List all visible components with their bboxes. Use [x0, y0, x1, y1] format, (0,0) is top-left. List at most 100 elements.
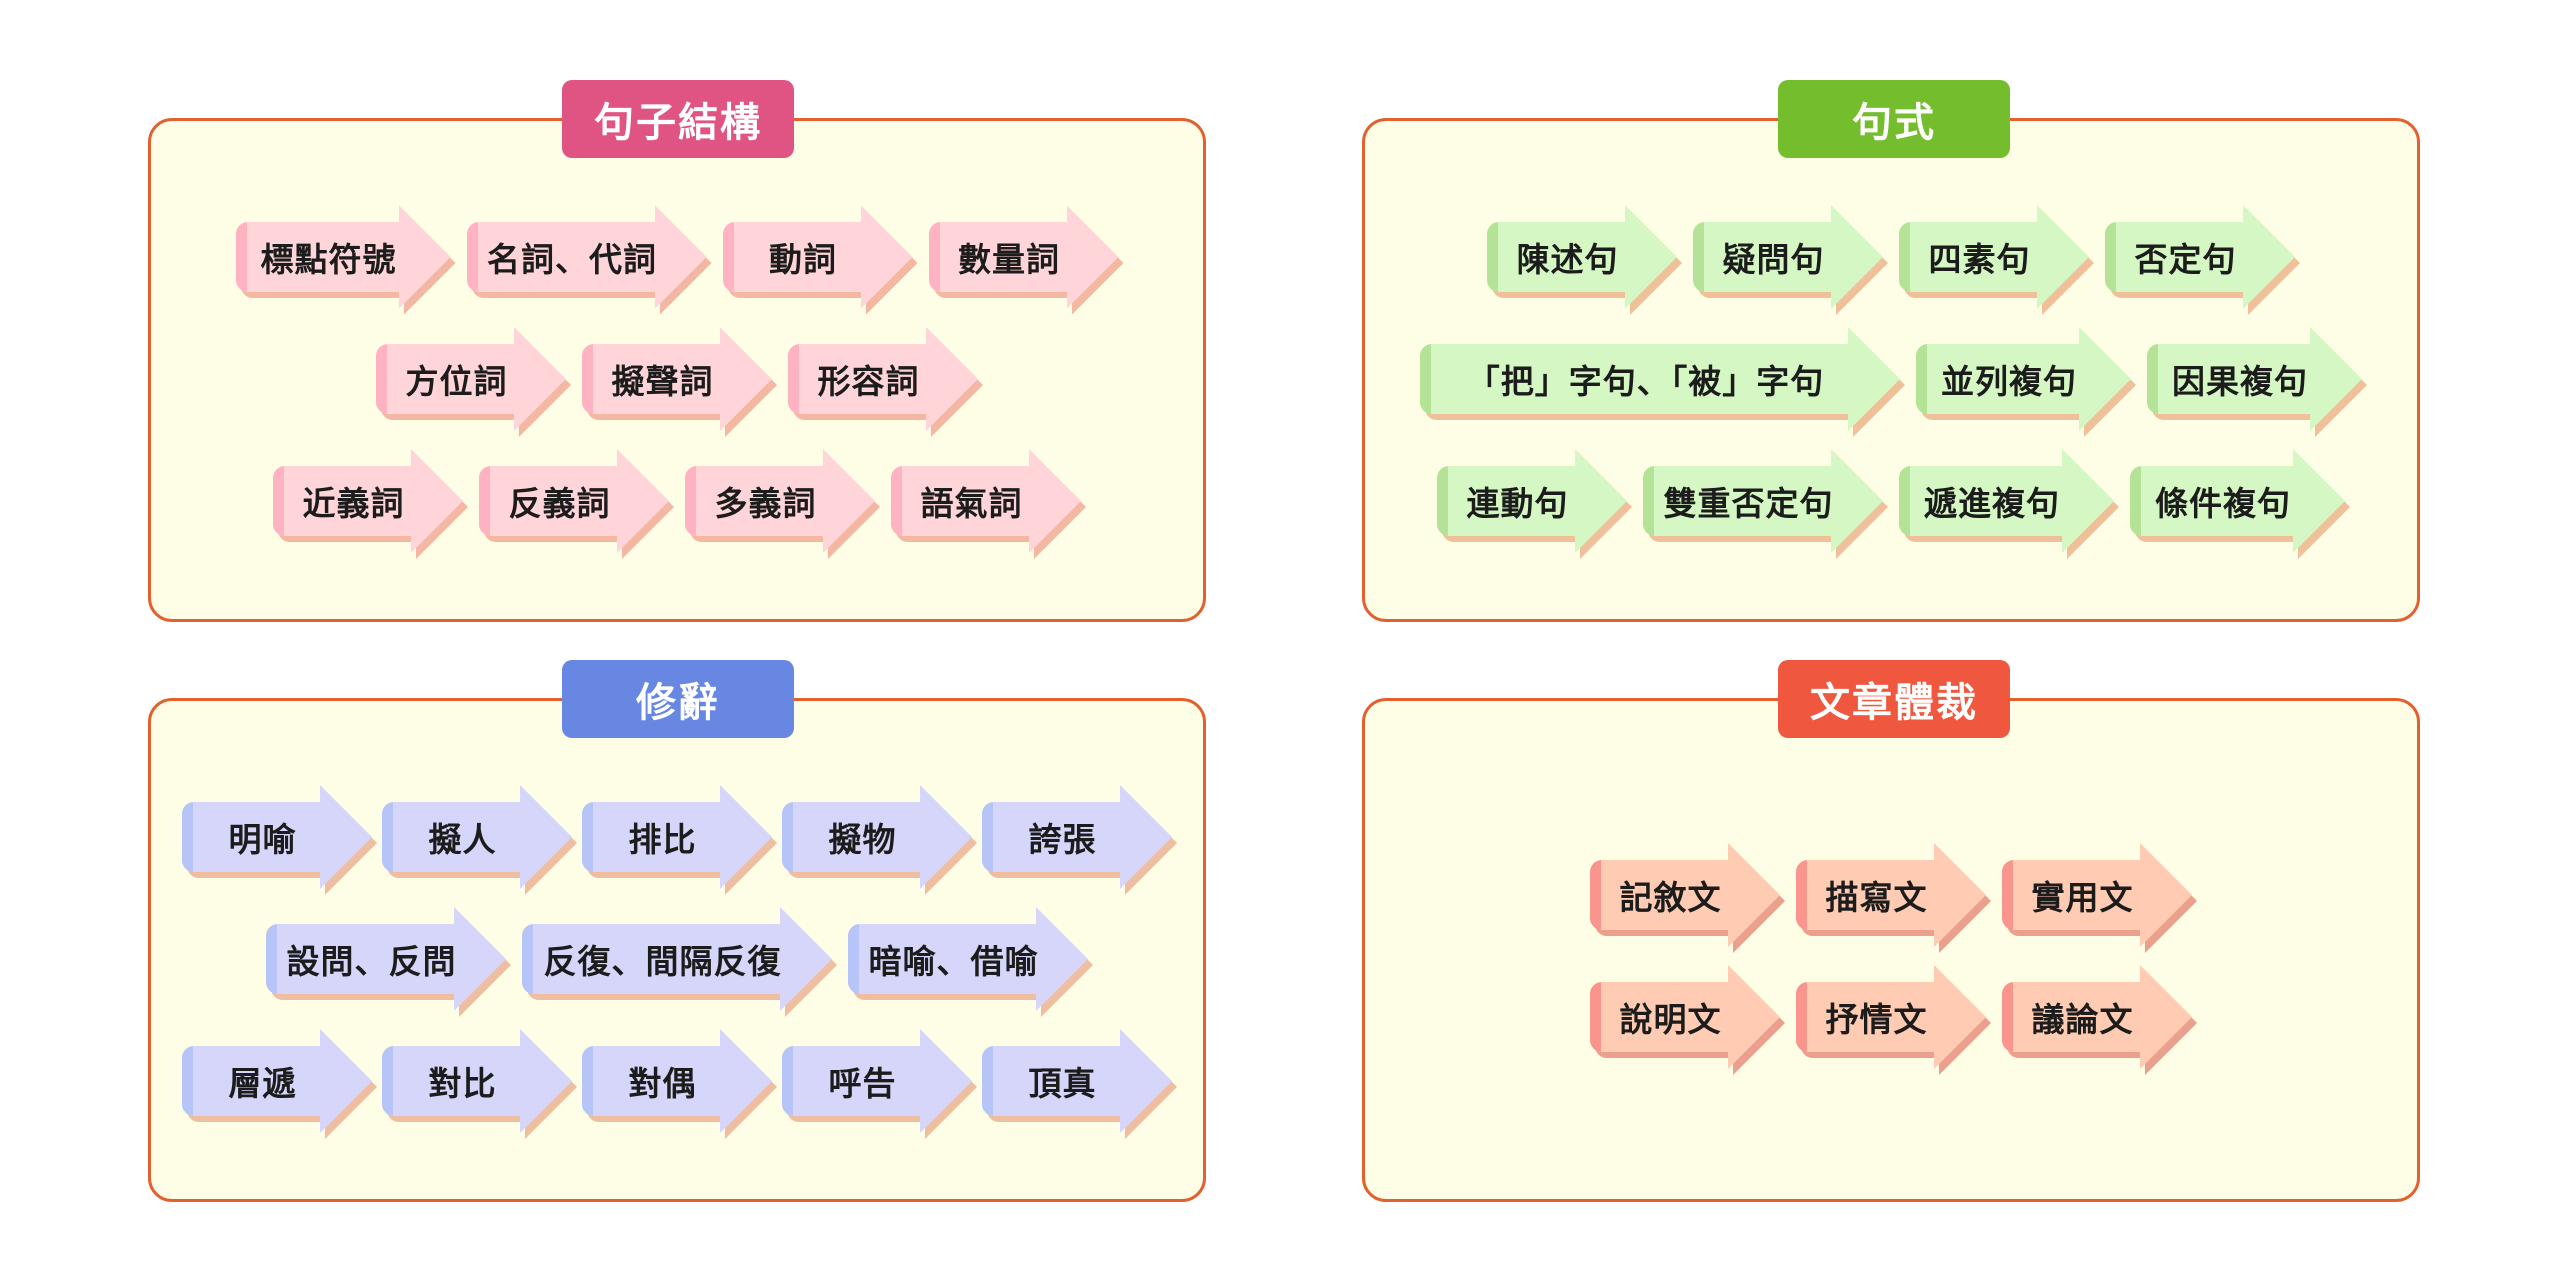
arrow-item[interactable]: 頂真 — [982, 1029, 1172, 1133]
item-row: 近義詞 反義詞 多義詞 語氣詞 — [273, 449, 1081, 553]
arrow-label: 方位詞 — [405, 362, 508, 401]
arrow-item[interactable]: 四素句 — [1899, 205, 2089, 309]
arrow-label: 頂真 — [1028, 1064, 1097, 1103]
arrow-label: 議論文 — [2031, 1000, 2134, 1039]
panel-text-genres: 記敘文 描寫文 實用文 說明文 抒情文 議論文 — [1362, 698, 2420, 1202]
arrow-item[interactable]: 因果複句 — [2147, 327, 2362, 431]
arrow-item[interactable]: 擬聲詞 — [582, 327, 772, 431]
arrow-item[interactable]: 擬人 — [382, 785, 572, 889]
item-row: 陳述句 疑問句 四素句 否定句 — [1487, 205, 2295, 309]
panel-title-rhetoric: 修辭 — [562, 660, 794, 738]
arrow-item[interactable]: 層遞 — [182, 1029, 372, 1133]
arrow-item[interactable]: 呼告 — [782, 1029, 972, 1133]
arrow-item[interactable]: 反義詞 — [479, 449, 669, 553]
arrow-label: 層遞 — [228, 1064, 297, 1103]
arrow-item[interactable]: 近義詞 — [273, 449, 463, 553]
arrow-item[interactable]: 數量詞 — [928, 205, 1119, 309]
arrow-label: 遞進複句 — [1924, 484, 2060, 523]
arrow-label: 擬聲詞 — [611, 362, 714, 401]
item-row: 明喻 擬人 排比 擬物 誇張 — [182, 785, 1172, 889]
arrow-label: 誇張 — [1028, 820, 1097, 859]
arrow-item[interactable]: 反復、間隔反復 — [522, 907, 832, 1011]
arrow-item[interactable]: 多義詞 — [685, 449, 875, 553]
arrow-item[interactable]: 方位詞 — [376, 327, 566, 431]
arrow-item[interactable]: 並列複句 — [1916, 327, 2131, 431]
arrow-label: 「把」字句、「被」字句 — [1466, 362, 1825, 401]
arrow-label: 近義詞 — [302, 484, 405, 523]
arrow-item[interactable]: 對比 — [382, 1029, 572, 1133]
arrow-item[interactable]: 陳述句 — [1487, 205, 1677, 309]
item-row: 設問、反問 反復、間隔反復 暗喻、借喻 — [266, 907, 1088, 1011]
arrow-label: 擬物 — [828, 820, 897, 859]
arrow-item[interactable]: 描寫文 — [1796, 843, 1986, 947]
arrow-label: 實用文 — [2031, 878, 2134, 917]
arrow-label: 呼告 — [828, 1064, 897, 1103]
arrow-item[interactable]: 雙重否定句 — [1643, 449, 1883, 553]
arrow-label: 連動句 — [1466, 484, 1569, 523]
arrow-item[interactable]: 否定句 — [2105, 205, 2295, 309]
arrow-label: 形容詞 — [817, 362, 920, 401]
arrow-label: 多義詞 — [714, 484, 817, 523]
arrow-label: 設問、反問 — [286, 942, 457, 981]
arrow-item[interactable]: 語氣詞 — [891, 449, 1081, 553]
arrow-item[interactable]: 明喻 — [182, 785, 372, 889]
item-row: 層遞 對比 對偶 呼告 頂真 — [182, 1029, 1172, 1133]
arrow-label: 排比 — [628, 820, 697, 859]
arrow-item[interactable]: 動詞 — [722, 205, 913, 309]
arrow-label: 擬人 — [428, 820, 497, 859]
arrow-label: 對偶 — [628, 1064, 697, 1103]
arrow-item[interactable]: 說明文 — [1590, 965, 1780, 1069]
arrow-label: 說明文 — [1619, 1000, 1722, 1039]
item-row: 連動句 雙重否定句 遞進複句 條件複句 — [1437, 449, 2345, 553]
arrow-label: 四素句 — [1928, 240, 2031, 279]
arrow-label: 語氣詞 — [920, 484, 1023, 523]
arrow-label: 雙重否定句 — [1663, 484, 1834, 523]
arrow-item[interactable]: 誇張 — [982, 785, 1172, 889]
arrow-label: 抒情文 — [1825, 1000, 1928, 1039]
arrow-item[interactable]: 抒情文 — [1796, 965, 1986, 1069]
arrow-label: 條件複句 — [2155, 484, 2291, 523]
arrow-label: 描寫文 — [1825, 878, 1928, 917]
arrow-label: 數量詞 — [958, 240, 1060, 279]
arrow-item[interactable]: 暗喻、借喻 — [848, 907, 1088, 1011]
panel-title-sentence-patterns: 句式 — [1778, 80, 2010, 158]
arrow-label: 疑問句 — [1722, 240, 1825, 279]
arrow-item[interactable]: 設問、反問 — [266, 907, 506, 1011]
item-rows: 記敘文 描寫文 實用文 說明文 抒情文 議論文 — [1365, 843, 2417, 1069]
arrow-item[interactable]: 名詞、代詞 — [466, 205, 707, 309]
arrow-item[interactable]: 對偶 — [582, 1029, 772, 1133]
arrow-label: 名詞、代詞 — [487, 240, 657, 279]
arrow-label: 反復、間隔反復 — [543, 942, 782, 981]
arrow-label: 並列複句 — [1941, 362, 2077, 401]
arrow-item[interactable]: 「把」字句、「被」字句 — [1420, 327, 1900, 431]
arrow-item[interactable]: 條件複句 — [2130, 449, 2345, 553]
item-row: 「把」字句、「被」字句 並列複句 因果複句 — [1420, 327, 2362, 431]
arrow-item[interactable]: 遞進複句 — [1899, 449, 2114, 553]
arrow-item[interactable]: 標點符號 — [235, 205, 451, 309]
arrow-item[interactable]: 形容詞 — [788, 327, 978, 431]
item-row: 說明文 抒情文 議論文 — [1590, 965, 2192, 1069]
panel-title-sentence-structure: 句子結構 — [562, 80, 794, 158]
arrow-label: 因果複句 — [2172, 362, 2308, 401]
panel-sentence-patterns: 陳述句 疑問句 四素句 否定句 「把」字句、「被」字句 並列複句 因果複句 連動… — [1362, 118, 2420, 622]
item-rows: 標點符號 名詞、代詞 動詞 數量詞 方位詞 擬聲詞 形容詞 近義詞 反義詞 多義… — [151, 205, 1203, 553]
item-row: 記敘文 描寫文 實用文 — [1590, 843, 2192, 947]
arrow-label: 暗喻、借喻 — [868, 942, 1039, 981]
item-rows: 明喻 擬人 排比 擬物 誇張 設問、反問 反復、間隔反復 暗喻、借喻 層遞 對比… — [151, 785, 1203, 1133]
arrow-item[interactable]: 連動句 — [1437, 449, 1627, 553]
arrow-label: 動詞 — [769, 240, 837, 279]
arrow-item[interactable]: 排比 — [582, 785, 772, 889]
arrow-label: 否定句 — [2134, 240, 2237, 279]
arrow-item[interactable]: 議論文 — [2002, 965, 2192, 1069]
item-row: 方位詞 擬聲詞 形容詞 — [376, 327, 978, 431]
arrow-label: 反義詞 — [508, 484, 611, 523]
arrow-label: 陳述句 — [1516, 240, 1619, 279]
panel-sentence-structure: 標點符號 名詞、代詞 動詞 數量詞 方位詞 擬聲詞 形容詞 近義詞 反義詞 多義… — [148, 118, 1206, 622]
item-rows: 陳述句 疑問句 四素句 否定句 「把」字句、「被」字句 並列複句 因果複句 連動… — [1365, 205, 2417, 553]
arrow-label: 記敘文 — [1619, 878, 1722, 917]
arrow-item[interactable]: 擬物 — [782, 785, 972, 889]
arrow-item[interactable]: 記敘文 — [1590, 843, 1780, 947]
arrow-item[interactable]: 實用文 — [2002, 843, 2192, 947]
arrow-item[interactable]: 疑問句 — [1693, 205, 1883, 309]
